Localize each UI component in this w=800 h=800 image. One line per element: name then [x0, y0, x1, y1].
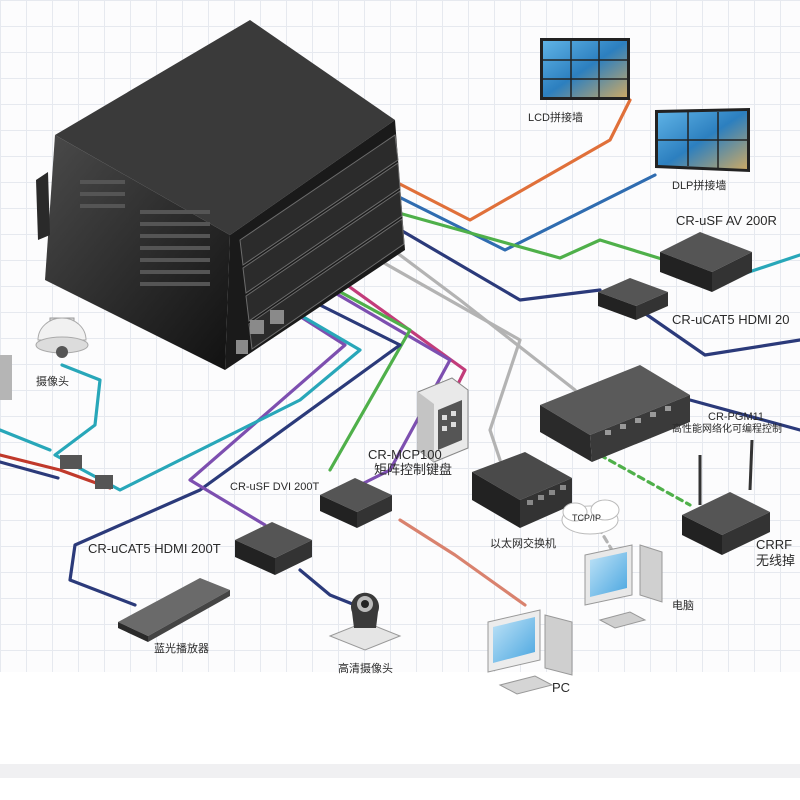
- label-pgm-desc: 高性能网络化可编程控制: [672, 424, 782, 435]
- label-tcpip: TCP/IP: [572, 513, 602, 523]
- cable-navy-right2: [638, 308, 800, 357]
- label-dlp-wall: DLP拼接墙: [672, 180, 727, 192]
- bluray-player-device: [118, 578, 230, 642]
- crrf-wireless-device: [682, 439, 770, 555]
- label-bluray: 蓝光播放器: [154, 643, 209, 655]
- label-ucat5-left: CR-uCAT5 HDMI 200T: [88, 541, 221, 556]
- cable-navy-ucat5l: [68, 298, 402, 607]
- ucat5-right-device: [598, 278, 668, 320]
- ucat5-left-device: [235, 522, 312, 575]
- bottom-blank-area: [0, 672, 800, 800]
- ethernet-switch-device: [472, 452, 572, 528]
- label-mcp-model: CR-MCP100: [368, 447, 442, 462]
- cable-red-left: [0, 453, 112, 490]
- hd-camera-device: [328, 592, 402, 651]
- lcd-wall-screen: [540, 38, 630, 100]
- label-mcp-desc: 矩阵控制键盘: [374, 462, 453, 477]
- cable-teal-left: [0, 428, 52, 452]
- usf-dvi-device: [320, 478, 392, 528]
- tcpip-cloud: [561, 499, 620, 535]
- label-usf-av: CR-uSF AV 200R: [676, 213, 777, 228]
- cable-orange-pc: [398, 518, 527, 607]
- cable-teal-camera: [53, 313, 362, 492]
- mcp-keyboard-device: [417, 377, 469, 463]
- cable-navy-right3: [688, 398, 800, 432]
- dlp-wall-screen: [655, 108, 750, 172]
- label-lcd-wall: LCD拼接墙: [528, 112, 584, 124]
- left-edge-device: [0, 355, 12, 400]
- cable-gray-switch: [368, 253, 522, 462]
- label-crrf-desc: 无线掉: [756, 553, 796, 568]
- matrix-chassis: [36, 20, 405, 370]
- label-usf-dvi: CR-uSF DVI 200T: [230, 481, 320, 493]
- cable-gray-pgm: [378, 238, 577, 392]
- label-crrf-model: CRRF: [756, 537, 793, 552]
- usf-av-device: [660, 232, 752, 292]
- cable-junction: [60, 455, 113, 489]
- ptz-camera-device: [35, 317, 89, 358]
- cable-green-usfav: [386, 208, 667, 262]
- cable-purple-ucat5l: [188, 308, 347, 527]
- cable-navy-left: [0, 460, 60, 480]
- label-hd-camera: 高清摄像头: [338, 663, 393, 675]
- label-pc: PC: [552, 680, 571, 695]
- label-switch: 以太网交换机: [490, 538, 556, 550]
- cable-navy-hdcam: [298, 568, 357, 607]
- computer-device: [584, 544, 663, 629]
- cable-navy-ucat5r: [390, 223, 602, 302]
- cable-orange-lcd: [390, 98, 632, 222]
- label-ucat5-right: CR-uCAT5 HDMI 20: [672, 312, 790, 327]
- label-computer: 电脑: [672, 600, 694, 612]
- pgm-controller-device: [540, 365, 690, 462]
- cable-green-crrf: [598, 453, 692, 507]
- label-camera: 摄像头: [36, 376, 69, 388]
- cable-blue-dlp: [393, 173, 657, 252]
- label-pgm-model: CR-PGM11: [708, 411, 765, 423]
- pc-device: [487, 609, 573, 695]
